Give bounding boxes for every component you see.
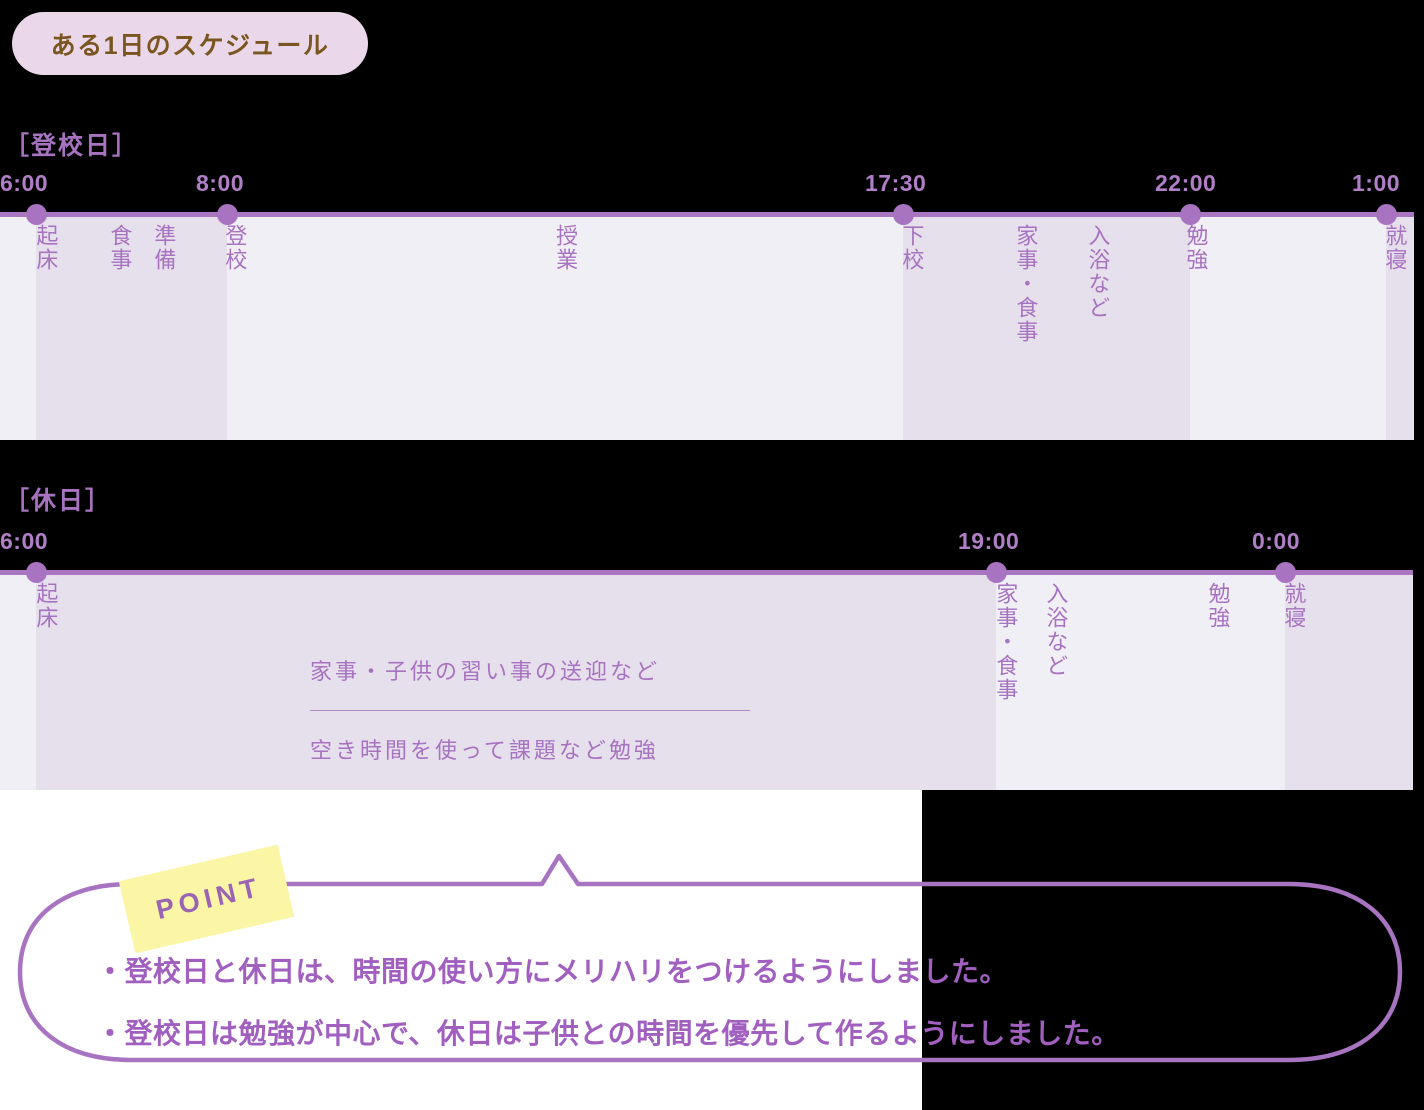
time-label: 1:00 xyxy=(1352,170,1401,196)
axis-dot-icon xyxy=(1375,204,1397,225)
time-label-row-school: 6:00 8:00 17:30 22:00 1:00 xyxy=(0,170,1424,212)
axis-line-holiday xyxy=(0,570,1413,575)
activity-label: 授業 xyxy=(553,224,579,272)
section-heading-holiday: ［休日］ xyxy=(4,487,113,515)
timeline-band xyxy=(0,575,36,790)
band-row-school xyxy=(0,217,1424,440)
point-line-2: ・登校日は勉強が中心で、休日は子供との時間を優先して作るようにしました。 xyxy=(96,1018,1120,1049)
timeline-band xyxy=(36,217,227,440)
band-row-holiday xyxy=(0,575,1424,790)
activity-label: 下校 xyxy=(899,224,925,272)
timeline-band xyxy=(1386,217,1414,440)
timeline-band xyxy=(0,217,36,440)
time-label-row-holiday: 6:00 19:00 0:00 xyxy=(0,528,1424,570)
timeline-band xyxy=(1190,217,1386,440)
point-text-block: ・登校日と休日は、時間の使い方にメリハリをつけるようにしました。 ・登校日は勉強… xyxy=(96,950,1406,1074)
time-label: 22:00 xyxy=(1155,170,1217,196)
timeline-band xyxy=(1285,575,1413,790)
activity-label: 食事 xyxy=(107,224,133,272)
activity-label: 勉強 xyxy=(1183,224,1209,272)
time-label: 6:00 xyxy=(0,528,49,554)
point-line-1: ・登校日と休日は、時間の使い方にメリハリをつけるようにしました。 xyxy=(96,956,1009,987)
axis-dot-icon xyxy=(25,204,47,225)
axis-dot-icon xyxy=(985,562,1007,583)
timeline-band xyxy=(996,575,1285,790)
time-label: 6:00 xyxy=(0,170,49,196)
point-callout-border xyxy=(12,852,1408,1092)
activity-label: 家事・食事 xyxy=(993,582,1019,702)
axis-dot-icon xyxy=(1179,204,1201,225)
section-heading-school-day: ［登校日］ xyxy=(4,132,140,160)
point-tag-label: POINT xyxy=(153,871,265,925)
timeline-holiday: 6:00 19:00 0:00 起床 家事・食事入浴など 勉強 就寝 家事・子供の習い事の… xyxy=(0,528,1424,790)
activity-label: 準備 xyxy=(151,224,177,272)
time-label: 0:00 xyxy=(1252,528,1301,554)
activity-label: 入浴など xyxy=(1043,582,1069,678)
holiday-note-2: 空き時間を使って課題など勉強 xyxy=(310,738,659,763)
activity-label: 家事・食事 xyxy=(1013,224,1039,344)
time-label: 19:00 xyxy=(958,528,1020,554)
axis-dot-icon xyxy=(892,204,914,225)
timeline-school-day: 6:00 8:00 17:30 22:00 1:00 起床食事準備登校 授業 下校 家事・食事… xyxy=(0,170,1424,440)
point-callout-outline xyxy=(17,853,1403,1063)
axis-dot-icon xyxy=(1274,562,1296,583)
page-title: ある1日のスケジュール xyxy=(50,31,330,60)
axis-dot-icon xyxy=(216,204,238,225)
holiday-note-1: 家事・子供の習い事の送迎など xyxy=(310,659,661,684)
activity-label: 登校 xyxy=(222,224,248,272)
timeline-band xyxy=(227,217,903,440)
axis-line-school xyxy=(0,212,1414,217)
activity-label: 就寝 xyxy=(1382,224,1408,272)
time-label: 17:30 xyxy=(865,170,927,196)
activity-label: 勉強 xyxy=(1205,582,1231,630)
activity-label: 起床 xyxy=(33,582,59,630)
axis-wrap-holiday: 起床 家事・食事入浴など 勉強 就寝 家事・子供の習い事の送迎など 空き時間を使って課… xyxy=(0,562,1424,790)
point-panel-background xyxy=(0,790,922,1110)
axis-wrap-school: 起床食事準備登校 授業 下校 家事・食事 入浴など 勉強 就寝 xyxy=(0,204,1424,440)
holiday-note-block: 家事・子供の習い事の送迎など 空き時間を使って課題など勉強 xyxy=(310,654,750,765)
activity-label: 起床 xyxy=(33,224,59,272)
holiday-note-divider xyxy=(310,710,750,711)
activity-label: 入浴など xyxy=(1085,224,1111,320)
activity-label: 就寝 xyxy=(1281,582,1307,630)
time-label: 8:00 xyxy=(196,170,245,196)
page-title-pill: ある1日のスケジュール xyxy=(12,12,368,75)
axis-dot-icon xyxy=(25,562,47,583)
timeline-band xyxy=(36,575,996,790)
timeline-band xyxy=(903,217,1190,440)
point-callout-section xyxy=(0,790,1424,1110)
